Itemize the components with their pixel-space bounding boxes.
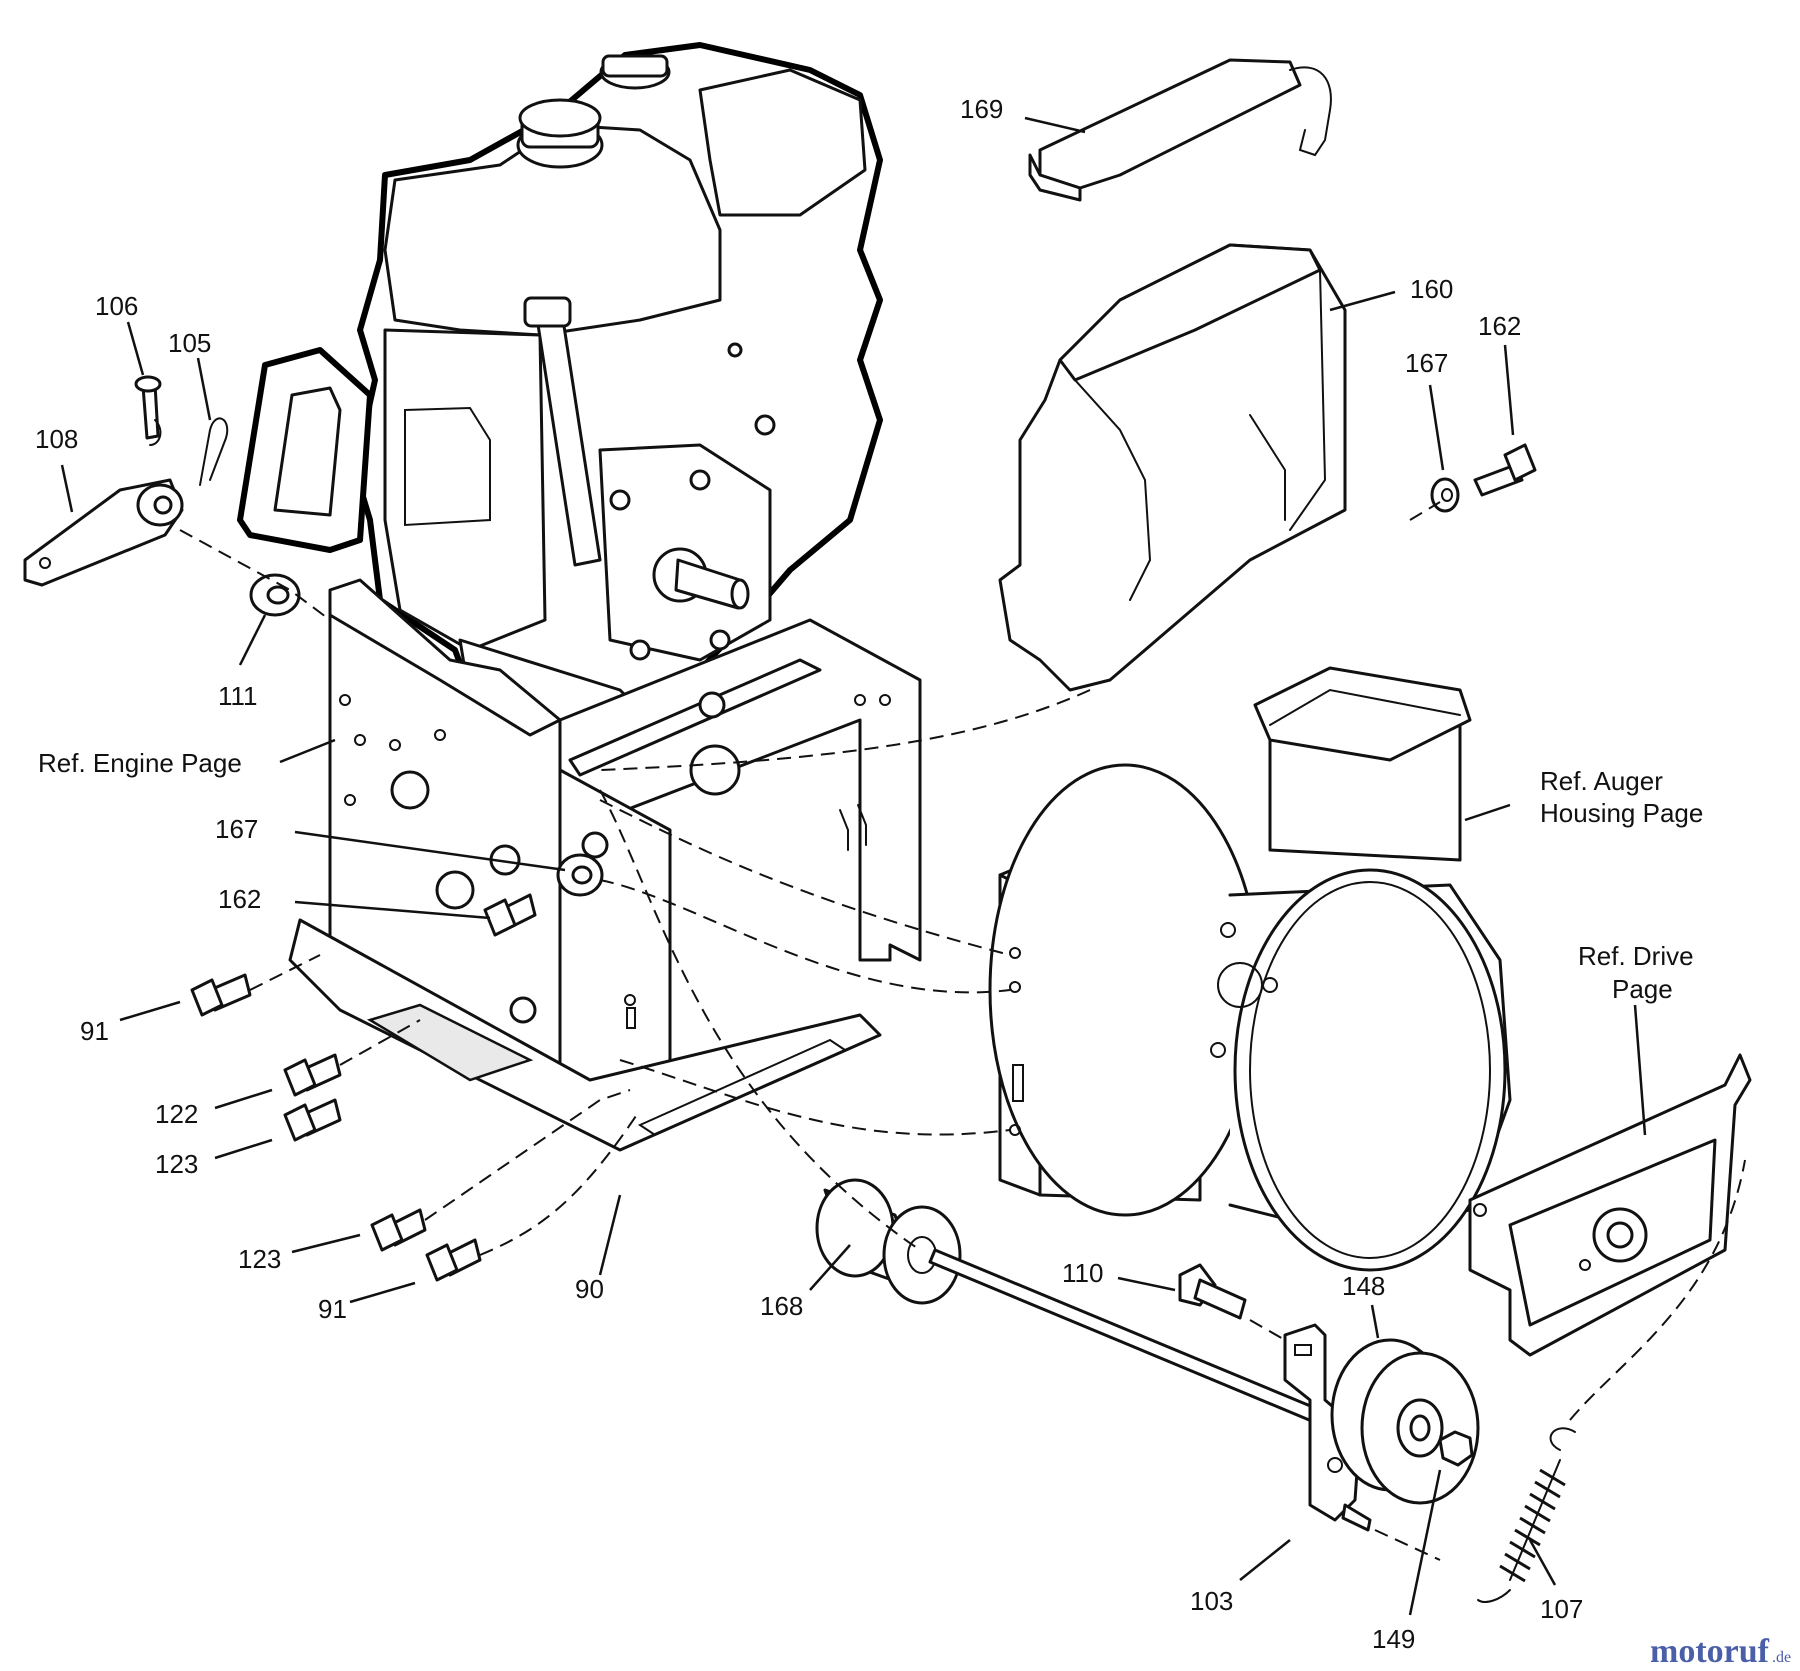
ref-drive-line1: Ref. Drive [1578, 941, 1694, 971]
callout-107: 107 [1540, 1594, 1583, 1624]
assembly-lines [179, 501, 1746, 1561]
engine-assembly [237, 42, 883, 732]
callout-103: 103 [1190, 1586, 1233, 1616]
callout-123-top: 123 [155, 1149, 198, 1179]
ref-auger-line1: Ref. Auger [1540, 766, 1663, 796]
callout-123-bottom: 123 [238, 1244, 281, 1274]
auger-housing [988, 666, 1512, 1272]
callout-111: 111 [218, 681, 258, 711]
frame-assembly [288, 578, 922, 1152]
callout-169: 169 [960, 94, 1003, 124]
ref-engine-page: Ref. Engine Page [38, 748, 242, 778]
watermark-brand: motoruf [1650, 1633, 1770, 1670]
callout-162-left: 162 [218, 884, 261, 914]
spring-107 [1477, 1427, 1576, 1603]
callout-168: 168 [760, 1291, 803, 1321]
callout-106: 106 [95, 291, 138, 321]
callout-90: 90 [575, 1274, 604, 1304]
callout-160: 160 [1410, 274, 1453, 304]
callout-110: 110 [1062, 1258, 1103, 1288]
callout-148: 148 [1342, 1271, 1385, 1301]
drive-bracket [1468, 1053, 1752, 1357]
callout-labels: 169 160 162 167 106 105 108 111 167 162 … [35, 94, 1703, 1654]
callout-108: 108 [35, 424, 78, 454]
callout-167-top: 167 [1405, 348, 1448, 378]
belt-cover-169 [1028, 58, 1332, 202]
ref-drive-line2: Page [1612, 974, 1673, 1004]
watermark-tld: .de [1772, 1649, 1791, 1666]
callout-167-left: 167 [215, 814, 258, 844]
ref-auger-line2: Housing Page [1540, 798, 1703, 828]
callout-122: 122 [155, 1099, 198, 1129]
leader-lines [60, 116, 1647, 1616]
idler-assembly [815, 1178, 1480, 1532]
belt-cover-160 [998, 243, 1347, 692]
callout-91-top: 91 [80, 1016, 109, 1046]
callout-162-top: 162 [1478, 311, 1521, 341]
callout-149: 149 [1372, 1624, 1415, 1654]
callout-105: 105 [168, 328, 211, 358]
watermark-logo: motoruf .de [1650, 1633, 1791, 1670]
callout-91-bottom: 91 [318, 1294, 347, 1324]
